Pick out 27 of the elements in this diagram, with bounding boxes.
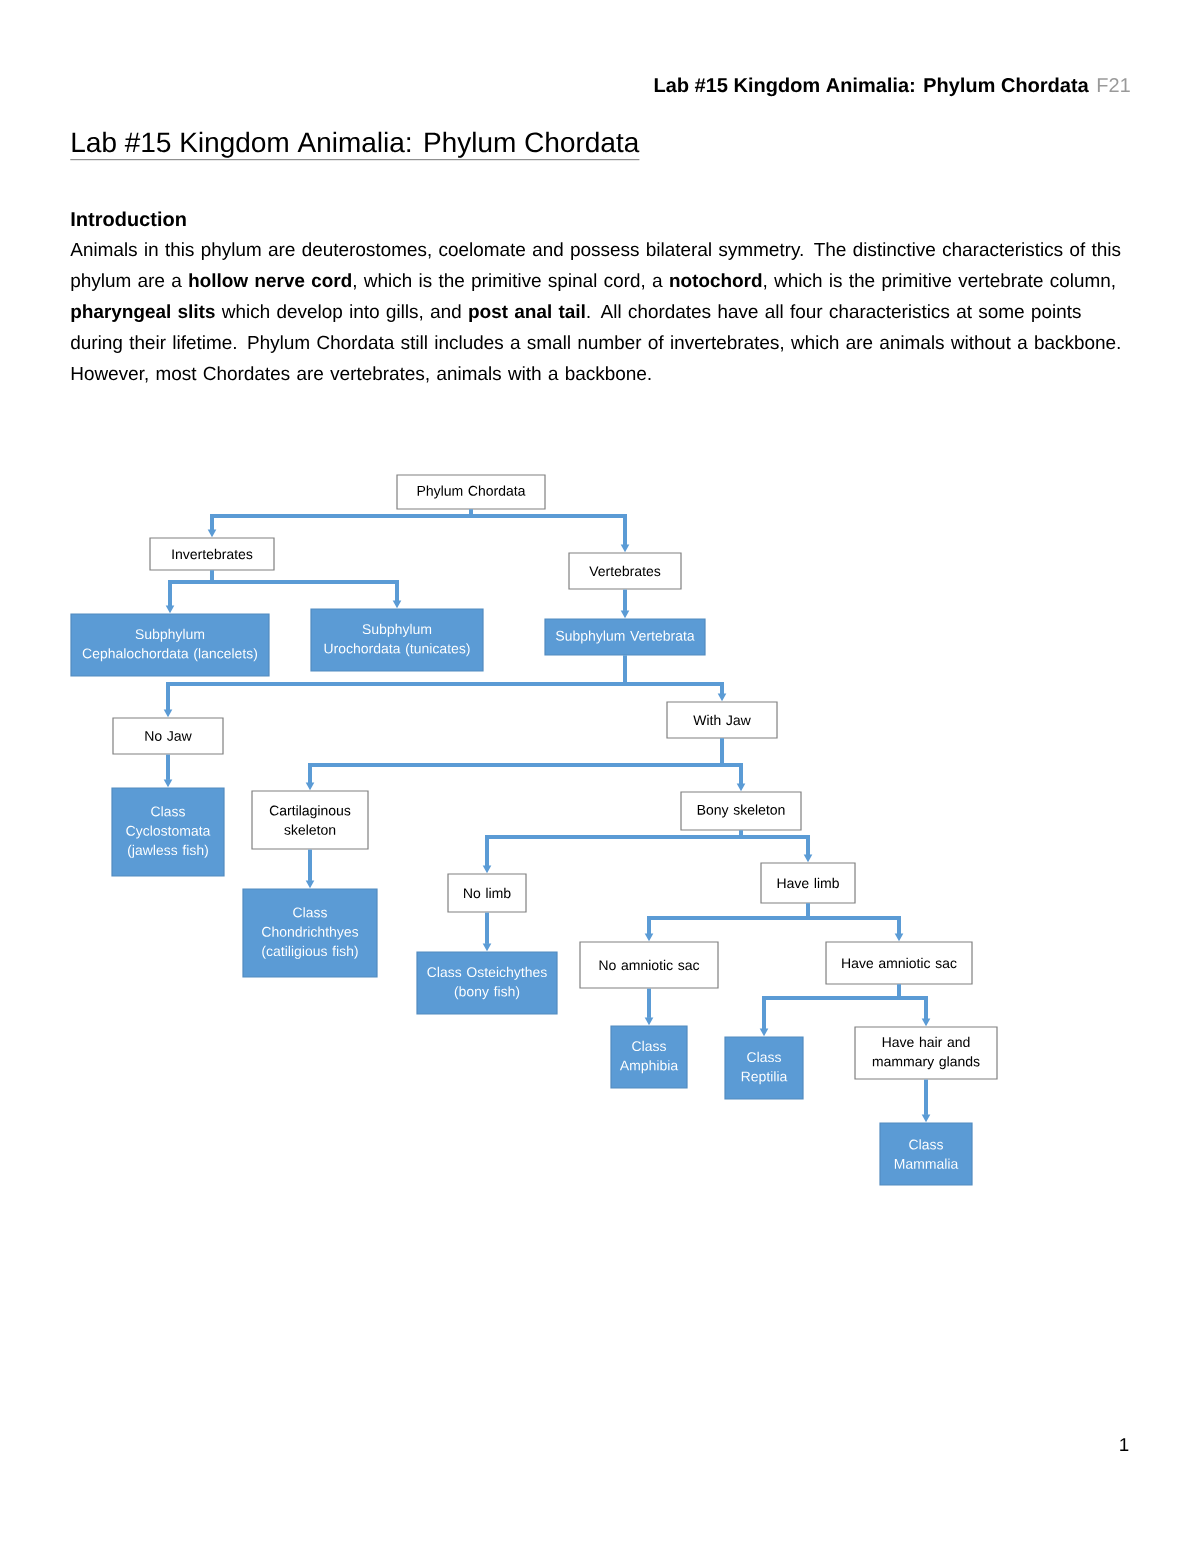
category-box: Vertebrates [568, 552, 682, 590]
category-box: Have amniotic sac [825, 941, 973, 985]
class-box: Subphylum Cephalochordata (lancelets) [70, 613, 270, 677]
intro-paragraph: Animals in this phylum are deuterostomes, coelomate and possess bilateral symmetry. The distinctive characteristics of this phylum are a hollow nerve cord, which is the primitive spinal cord, a notochord, which is the primitive vertebrate column, pharyngeal slits which develop into gills, and post anal tail. All chordates have all four characteristics at some points during their lifetime. Phylum Chordata still includes a small number of invertebrates, which are animals without a backbone. However, most Chordates are vertebrates, animals with a backbone. [70, 242, 1121, 383]
page-title: Lab #15 Kingdom Animalia: Phylum Chordata [70, 131, 640, 160]
class-box: Subphylum Urochordata (tunicates) [310, 608, 484, 672]
category-box: No Jaw [112, 717, 224, 755]
header-mark: F21 [1097, 78, 1130, 92]
page-number: 1 [1120, 1438, 1129, 1451]
class-box: Class Reptilia [724, 1036, 804, 1100]
class-box: Class Amphibia [610, 1025, 688, 1089]
category-box: Bony skeleton [680, 791, 802, 831]
category-box: Cartilaginous skeleton [251, 790, 369, 850]
category-box: No limb [447, 873, 527, 913]
class-box: Class Chondrichthyes (catiligious fish) [242, 888, 378, 978]
class-box: Class Osteichythes (bony fish) [416, 951, 558, 1015]
section-heading: Introduction [71, 211, 186, 227]
category-box: Have limb [760, 862, 856, 904]
category-box: Invertebrates [149, 537, 275, 571]
class-box: Class Mammalia [879, 1122, 973, 1186]
category-box: Phylum Chordata [396, 474, 546, 510]
category-box: Have hair and mammary glands [854, 1026, 998, 1080]
class-box: Subphylum Vertebrata [544, 618, 706, 656]
class-box: Class Cyclostomata (jawless fish) [111, 787, 225, 877]
category-box: No amniotic sac [579, 941, 719, 989]
running-header: Lab #15 Kingdom Animalia: Phylum Chordata [654, 77, 1089, 97]
category-box: With Jaw [666, 701, 778, 739]
